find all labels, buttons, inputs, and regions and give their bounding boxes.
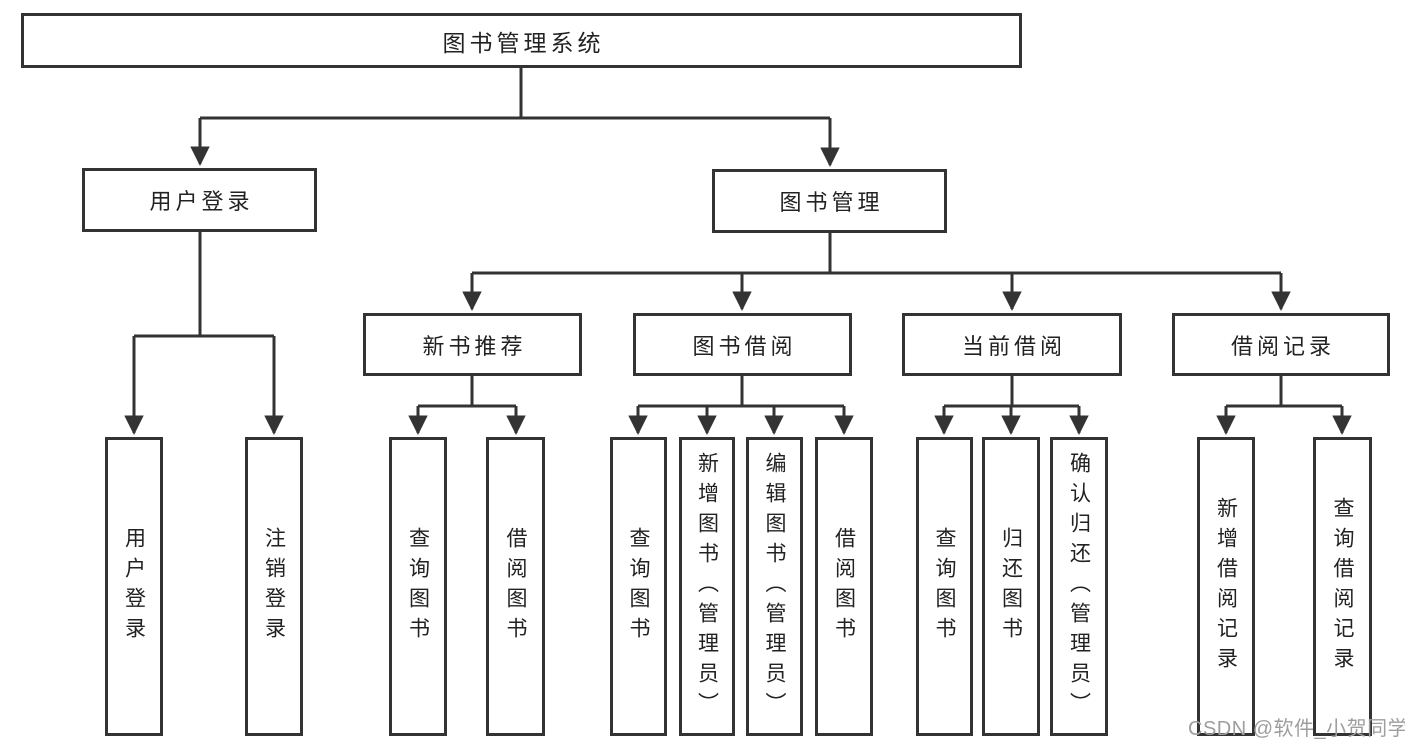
node-new-book-recommendation: 新书推荐: [363, 313, 582, 376]
node-label: 借阅图书: [504, 526, 527, 647]
node-label: 新增图书（管理员）: [695, 451, 719, 722]
leaf-user-login: 用户登录: [105, 437, 163, 736]
leaf-borrow-books-recommend: 借阅图书: [486, 437, 545, 736]
leaf-query-books-current: 查询图书: [916, 437, 973, 736]
node-library-management-system: 图书管理系统: [21, 13, 1022, 68]
node-book-management: 图书管理: [712, 169, 947, 233]
node-label: 编辑图书（管理员）: [763, 451, 786, 722]
leaf-query-books-borrowing: 查询图书: [610, 437, 667, 736]
node-label: 借阅记录: [1230, 333, 1335, 359]
node-label: 当前借阅: [961, 333, 1066, 359]
csdn-watermark: CSDN @软件_小贺同学: [1188, 718, 1405, 740]
node-label: 查询图书: [406, 526, 430, 647]
leaf-confirm-return-admin: 确认归还（管理员）: [1050, 437, 1108, 736]
leaf-return-books: 归还图书: [982, 437, 1040, 736]
node-label: 查询图书: [627, 526, 650, 647]
node-user-login: 用户登录: [82, 168, 317, 232]
node-label: 查询借阅记录: [1331, 496, 1354, 677]
node-label: 确认归还（管理员）: [1067, 451, 1091, 722]
leaf-query-books-recommend: 查询图书: [389, 437, 447, 736]
leaf-add-books-admin: 新增图书（管理员）: [679, 437, 735, 736]
node-label: 图书管理系统: [442, 29, 605, 56]
node-label: 新书推荐: [422, 333, 527, 359]
leaf-query-borrow-record: 查询借阅记录: [1313, 437, 1372, 736]
leaf-edit-books-admin: 编辑图书（管理员）: [746, 437, 803, 736]
node-current-borrowing: 当前借阅: [902, 313, 1122, 376]
node-label: 借阅图书: [832, 526, 856, 647]
node-borrowing-records: 借阅记录: [1172, 313, 1390, 376]
leaf-add-borrow-record: 新增借阅记录: [1197, 437, 1255, 736]
leaf-logout-login: 注销登录: [245, 437, 303, 736]
node-label: 归还图书: [999, 526, 1023, 647]
node-label: 注销登录: [262, 526, 286, 647]
node-label: 用户登录: [149, 189, 254, 214]
leaf-borrow-books-borrowing: 借阅图书: [815, 437, 873, 736]
node-label: 用户登录: [122, 526, 146, 647]
node-book-borrowing: 图书借阅: [633, 313, 852, 376]
connector-line: [134, 68, 1342, 408]
connector-arrows: [124, 118, 1352, 435]
node-label: 查询图书: [933, 526, 956, 647]
node-label: 图书管理: [779, 190, 884, 215]
node-label: 图书借阅: [692, 333, 797, 359]
node-label: 新增借阅记录: [1214, 496, 1238, 677]
